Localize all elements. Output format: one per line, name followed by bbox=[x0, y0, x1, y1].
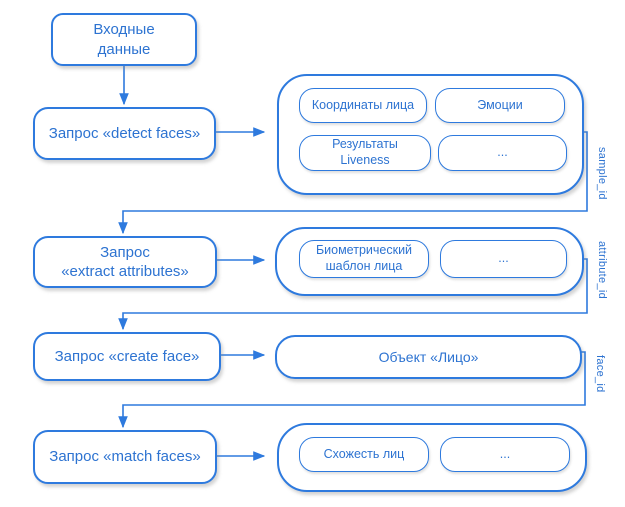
node-face-object: Объект «Лицо» bbox=[275, 335, 582, 379]
result-face-similarity: Схожесть лиц bbox=[299, 437, 429, 472]
result-emotions: Эмоции bbox=[435, 88, 565, 123]
node-extract-attributes-request: Запрос «extract attributes» bbox=[33, 236, 217, 288]
node-input-data: Входные данные bbox=[51, 13, 197, 66]
edge-label-face-id: face_id bbox=[594, 355, 606, 393]
edge-label-attribute-id: attribute_id bbox=[596, 240, 608, 300]
node-detect-faces-request: Запрос «detect faces» bbox=[33, 107, 216, 160]
result-biometric-template: Биометрический шаблон лица bbox=[299, 240, 429, 278]
edge-label-sample-id: sample_id bbox=[596, 146, 608, 200]
result-liveness: Результаты Liveness bbox=[299, 135, 431, 171]
result-extract-ellipsis: ... bbox=[440, 240, 567, 278]
result-face-coordinates: Координаты лица bbox=[299, 88, 427, 123]
result-detect-ellipsis: ... bbox=[438, 135, 567, 171]
node-create-face-request: Запрос «create face» bbox=[33, 332, 221, 381]
node-match-faces-request: Запрос «match faces» bbox=[33, 430, 217, 484]
result-match-ellipsis: ... bbox=[440, 437, 570, 472]
